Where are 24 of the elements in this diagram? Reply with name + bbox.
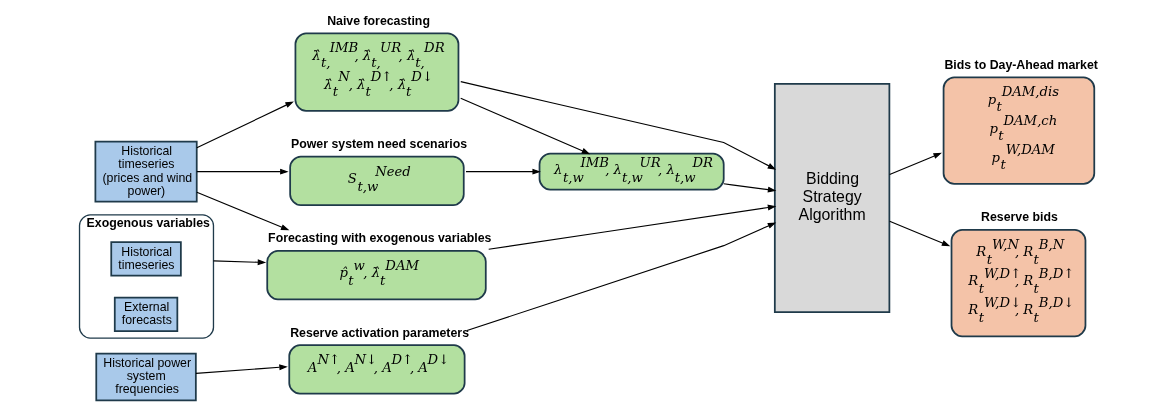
arrow (888, 220, 950, 247)
arrow (195, 168, 289, 175)
node-box: Historical timeseries (prices and wind power) (94, 140, 198, 203)
node-label: Power system need scenarios (290, 137, 467, 152)
node-box: Historical power system frequencies (94, 352, 197, 402)
arrow (459, 97, 590, 155)
arrow (464, 168, 541, 175)
arrow (459, 81, 776, 170)
node-box: External forecasts (113, 296, 178, 332)
node-box: Bidding Strategy Algorithm (773, 83, 890, 314)
arrow (195, 191, 289, 231)
node-label: Reserve activation parameters (289, 325, 469, 340)
arrow (195, 101, 294, 149)
node-label: Reserve bids (980, 210, 1058, 225)
node-box: Historical timeseries (109, 241, 182, 277)
arrow (888, 152, 942, 176)
arrow (722, 183, 776, 193)
arrow (194, 364, 288, 374)
node-label: Naive forecasting (326, 13, 430, 28)
node-label: Forecasting with exogenous variables (267, 231, 491, 246)
arrow (212, 259, 266, 266)
arrow (465, 222, 776, 332)
arrow (487, 204, 776, 250)
node-label: Bids to Day-Ahead market (943, 57, 1098, 72)
